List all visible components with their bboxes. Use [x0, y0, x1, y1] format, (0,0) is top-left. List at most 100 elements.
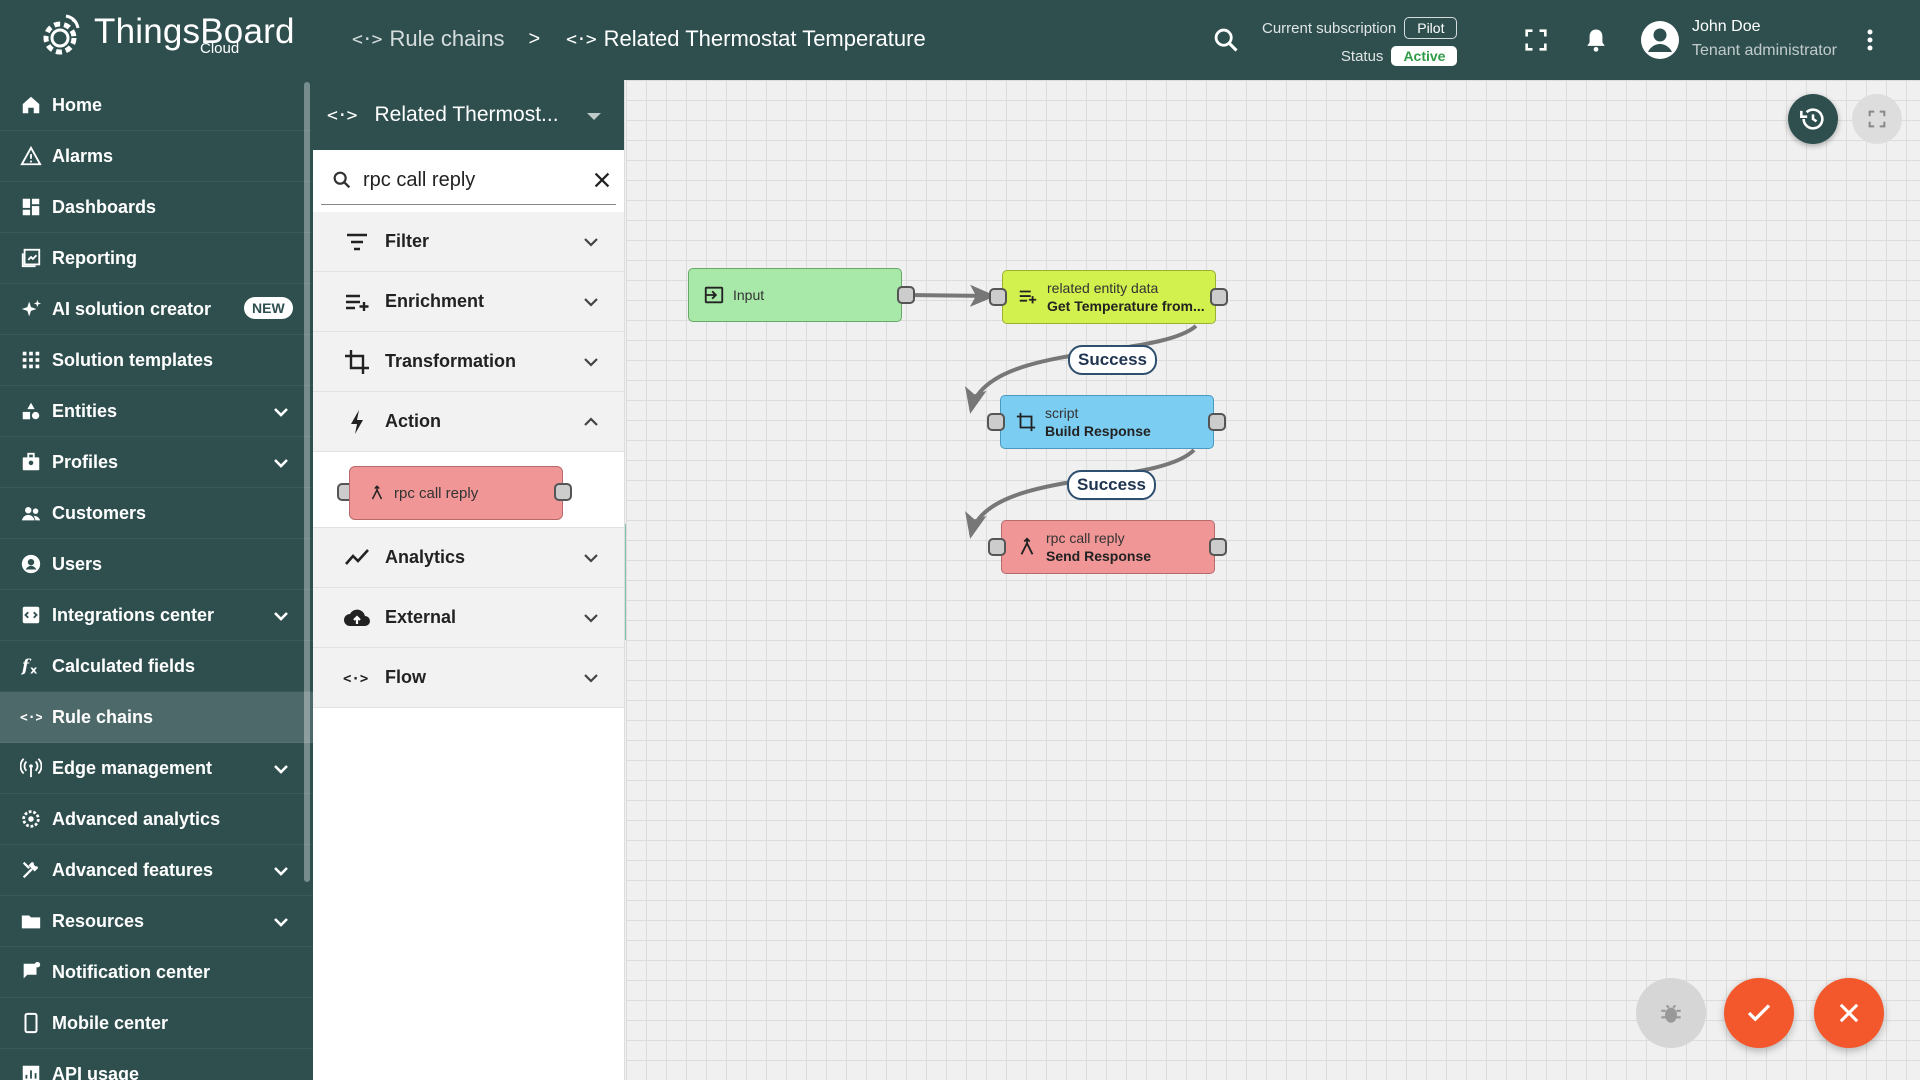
sidebar-item-label: Reporting [52, 247, 137, 268]
close-icon [1839, 1003, 1859, 1023]
edge-icon [20, 758, 42, 778]
category-action[interactable]: Action [313, 392, 624, 452]
connection-label-success[interactable]: Success [1067, 470, 1156, 500]
apply-changes-button[interactable] [1724, 978, 1794, 1048]
script-node-out-port[interactable] [1208, 413, 1226, 431]
rule-chain-selector[interactable]: <·> Related Thermost... [313, 80, 624, 150]
chevron-down-icon[interactable] [271, 402, 291, 422]
user-avatar-icon[interactable] [1640, 20, 1680, 60]
more-vert-icon[interactable] [1860, 26, 1880, 54]
transformation-icon [345, 349, 369, 374]
warning-icon [20, 145, 42, 166]
rule-chain-canvas[interactable]: Input related entity data Get Temperatur… [626, 80, 1920, 1080]
sidebar-item-entities[interactable]: Entities [0, 386, 313, 437]
category-enrichment[interactable]: Enrichment [313, 272, 624, 332]
input-node-out-port[interactable] [897, 286, 915, 304]
script-node-in-port[interactable] [987, 413, 1005, 431]
sidebar-item-rule-chains[interactable]: <·>Rule chains [0, 692, 313, 743]
version-history-button[interactable] [1788, 94, 1838, 144]
rule-chain-icon: <·> [352, 28, 382, 50]
sidebar-item-advanced-analytics[interactable]: Advanced analytics [0, 794, 313, 845]
integrations-icon [22, 606, 40, 624]
rpc-call-reply-node[interactable]: rpc call reply Send Response [1001, 520, 1215, 574]
chevron-down-icon [584, 614, 598, 623]
chevron-up-icon [584, 417, 598, 426]
chevron-down-icon[interactable] [271, 453, 291, 473]
sidebar-item-label: Mobile center [52, 1012, 169, 1033]
category-transformation[interactable]: Transformation [313, 332, 624, 392]
rule-chain-icon: <·> [566, 28, 596, 50]
node-search-input[interactable] [363, 169, 563, 192]
connections-layer [905, 284, 1198, 539]
canvas-fullscreen-button[interactable] [1852, 94, 1902, 144]
debug-button[interactable] [1636, 978, 1706, 1048]
sidebar-item-label: Notification center [52, 961, 211, 982]
sidebar-item-api-usage[interactable]: API usage [0, 1049, 313, 1080]
notifications-bell-icon[interactable] [1582, 26, 1610, 54]
chevron-down-icon[interactable] [271, 912, 291, 932]
input-node[interactable]: Input [688, 268, 902, 322]
enrichment-node-in-port[interactable] [989, 288, 1007, 306]
sidebar-item-label: AI solution creator [52, 298, 212, 319]
rule-chain-icon: <·> [327, 104, 357, 126]
library-node-rpc-call-reply[interactable]: rpc call reply [349, 466, 563, 520]
chevron-down-icon[interactable] [271, 861, 291, 881]
node-library-panel: <·> Related Thermost... FilterEnrichment… [313, 80, 625, 1080]
enrichment-icon [346, 294, 369, 311]
sparkles-icon [21, 299, 42, 317]
category-flow[interactable]: <·>Flow [313, 648, 624, 708]
folder-icon [21, 915, 41, 929]
sidebar-item-profiles[interactable]: Profiles [0, 437, 313, 488]
rpc-node-in-port[interactable] [988, 538, 1006, 556]
customers-icon [21, 507, 41, 521]
sidebar-item-label: Customers [52, 502, 147, 523]
chevron-down-icon[interactable] [271, 606, 291, 626]
logo-gear-icon [43, 14, 80, 55]
search-icon [333, 171, 351, 189]
category-external[interactable]: External [313, 588, 624, 648]
sidebar-item-dashboards[interactable]: Dashboards [0, 182, 313, 233]
sidebar-item-alarms[interactable]: Alarms [0, 131, 313, 182]
clear-search-icon[interactable] [591, 169, 613, 191]
category-filter[interactable]: Filter [313, 212, 624, 272]
thingsboard-logo[interactable]: ThingsBoard [36, 12, 295, 64]
rpc-node-out-port[interactable] [1209, 538, 1227, 556]
sidebar-item-home[interactable]: Home [0, 80, 313, 131]
sidebar-item-label: Integrations center [52, 604, 215, 625]
sidebar-item-advanced-features[interactable]: Advanced features [0, 845, 313, 896]
sidebar-item-customers[interactable]: Customers [0, 488, 313, 539]
sidebar-item-mobile-center[interactable]: Mobile center [0, 998, 313, 1049]
sidebar-item-ai-solution-creator[interactable]: AI solution creator NEW [0, 284, 313, 335]
input-icon [704, 286, 724, 304]
subscription-plan-badge[interactable]: Pilot [1404, 17, 1458, 39]
enrichment-node[interactable]: related entity data Get Temperature from… [1002, 270, 1216, 324]
profiles-icon [22, 452, 40, 471]
sidebar-item-solution-templates[interactable]: Solution templates [0, 335, 313, 386]
script-node[interactable]: script Build Response [1000, 395, 1214, 449]
sidebar-item-resources[interactable]: Resources [0, 896, 313, 947]
category-analytics[interactable]: Analytics [313, 528, 624, 588]
chevron-down-icon[interactable] [271, 759, 291, 779]
fullscreen-icon[interactable] [1522, 26, 1550, 54]
sidebar-item-label: Solution templates [52, 349, 214, 370]
search-icon[interactable] [1212, 26, 1240, 54]
new-badge: NEW [244, 297, 293, 319]
home-icon [22, 96, 40, 114]
breadcrumb-label: Related Thermostat Temperature [603, 26, 926, 51]
breadcrumb-rule-chains[interactable]: <·> Rule chains [352, 26, 504, 52]
enrichment-node-out-port[interactable] [1210, 288, 1228, 306]
tools-icon [22, 861, 39, 879]
connection-input-to-enrichment [905, 284, 996, 307]
sidebar-item-edge-management[interactable]: Edge management [0, 743, 313, 794]
sidebar-item-notification-center[interactable]: Notification center [0, 947, 313, 998]
connection-label-success[interactable]: Success [1068, 345, 1157, 375]
reporting-icon [21, 248, 41, 268]
sidebar-item-integrations-center[interactable]: Integrations center [0, 590, 313, 641]
apps-icon [22, 351, 40, 369]
discard-changes-button[interactable] [1814, 978, 1884, 1048]
subscription-label: Current subscription [1262, 19, 1397, 37]
status-label: Status [1340, 47, 1384, 65]
sidebar-item-users[interactable]: Users [0, 539, 313, 590]
sidebar-item-reporting[interactable]: Reporting [0, 233, 313, 284]
